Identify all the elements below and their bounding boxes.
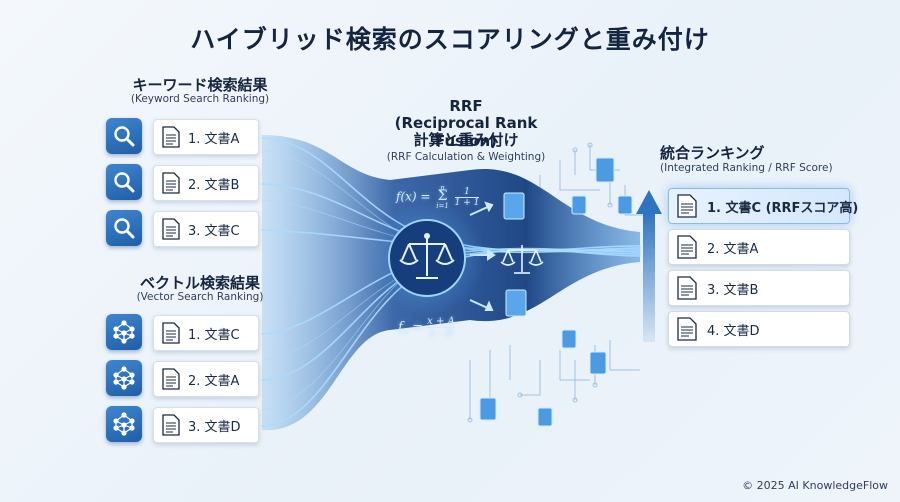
keyword-section-subtitle: (Keyword Search Ranking) bbox=[130, 93, 270, 105]
integrated-section-title: 統合ランキング bbox=[660, 144, 765, 162]
document-icon bbox=[162, 368, 180, 390]
vector-rank-item[interactable]: 1. 文書C bbox=[153, 315, 259, 351]
copyright-text: © 2025 AI KnowledgeFlow bbox=[742, 479, 888, 492]
keyword-rank-item[interactable]: 1. 文書A bbox=[153, 119, 259, 155]
balance-scale-glyph bbox=[399, 233, 455, 279]
integrated-section-subtitle: (Integrated Ranking / RRF Score) bbox=[660, 162, 833, 174]
keyword-rank-label: 1. 文書A bbox=[188, 131, 240, 147]
formula-2-den: x - B bbox=[427, 327, 455, 339]
integrated-rank-label: 1. 文書C (RRFスコア高) bbox=[707, 200, 859, 216]
document-icon bbox=[162, 414, 180, 436]
vector-rank-item[interactable]: 3. 文書D bbox=[153, 407, 259, 443]
document-icon bbox=[162, 218, 180, 240]
vector-rank-label: 1. 文書C bbox=[188, 327, 240, 343]
small-balance-icon bbox=[500, 245, 544, 274]
neural-network-icon bbox=[106, 406, 142, 442]
rrf-title-ja: 計算と重み付け bbox=[413, 131, 519, 149]
vector-section-subtitle: (Vector Search Ranking) bbox=[136, 291, 264, 303]
page-title: ハイブリッド検索のスコアリングと重み付け bbox=[190, 25, 710, 54]
rrf-title: RRF bbox=[449, 97, 483, 115]
vector-rank-label: 2. 文書A bbox=[188, 373, 240, 389]
vector-rank-label: 3. 文書D bbox=[188, 419, 241, 435]
neural-network-icon bbox=[106, 360, 142, 396]
document-icon bbox=[677, 317, 697, 341]
keyword-search-icon bbox=[106, 164, 142, 200]
formula-2-sub: n bbox=[402, 327, 408, 337]
document-icon bbox=[162, 126, 180, 148]
ranking-up-arrow bbox=[636, 190, 662, 342]
inner-arrows bbox=[469, 201, 496, 311]
integrated-rank-item[interactable]: 1. 文書C (RRFスコア高) bbox=[668, 188, 858, 224]
document-icon bbox=[162, 322, 180, 344]
neural-network-icon bbox=[106, 314, 142, 350]
document-icon bbox=[677, 194, 697, 218]
keyword-rank-item[interactable]: 2. 文書B bbox=[153, 165, 259, 201]
rrf-title-full: (Reciprocal Rank Fusion) bbox=[394, 114, 538, 150]
keyword-rank-label: 3. 文書C bbox=[188, 223, 240, 239]
vector-rank-item[interactable]: 2. 文書A bbox=[153, 361, 259, 397]
formula-sum-top: n bbox=[440, 184, 445, 192]
formula-num: 1 bbox=[464, 186, 470, 197]
formula-lhs: f(x) = bbox=[396, 189, 431, 204]
keyword-search-icon bbox=[106, 118, 142, 154]
integrated-rank-label: 4. 文書D bbox=[707, 323, 760, 339]
floating-docs bbox=[479, 157, 633, 427]
integrated-rank-item[interactable]: 2. 文書A bbox=[668, 229, 850, 265]
document-icon bbox=[162, 172, 180, 194]
integrated-rank-label: 2. 文書A bbox=[707, 241, 759, 257]
formula-rrf: f(x) = n Σ i=1 1 1 + 1 bbox=[396, 184, 480, 210]
integrated-rank-item[interactable]: 4. 文書D bbox=[668, 311, 850, 347]
document-icon bbox=[677, 276, 697, 300]
formula-weighting: fn = x + A x - B bbox=[398, 316, 455, 339]
formula-den: 1 + 1 bbox=[454, 196, 480, 208]
keyword-section-title: キーワード検索結果 bbox=[132, 76, 268, 94]
document-icon bbox=[677, 235, 697, 259]
rrf-subtitle: (RRF Calculation & Weighting) bbox=[386, 151, 546, 163]
integrated-rank-label: 3. 文書B bbox=[707, 282, 759, 298]
formula-2-num: x + A bbox=[427, 316, 455, 327]
keyword-search-icon bbox=[106, 210, 142, 246]
integrated-rank-item[interactable]: 3. 文書B bbox=[668, 270, 850, 306]
formula-sum-bottom: i=1 bbox=[436, 202, 449, 210]
keyword-rank-label: 2. 文書B bbox=[188, 177, 240, 193]
keyword-rank-item[interactable]: 3. 文書C bbox=[153, 211, 259, 247]
vector-section-title: ベクトル検索結果 bbox=[139, 274, 260, 292]
formula-2-lhs: f bbox=[398, 320, 403, 335]
